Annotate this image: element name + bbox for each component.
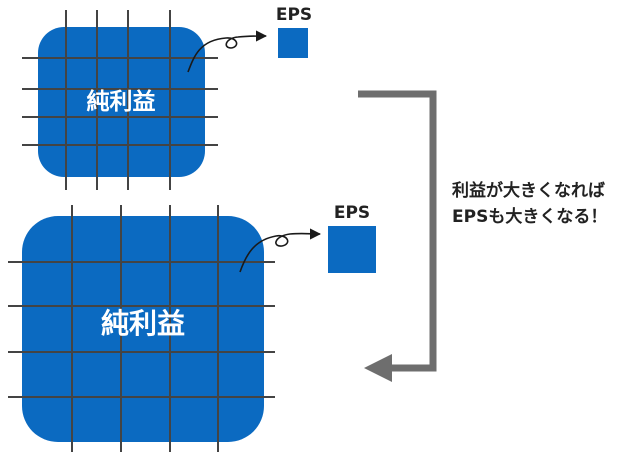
small-net-income-block — [38, 27, 205, 177]
large-eps-label: EPS — [333, 203, 371, 223]
growth-arrowhead — [364, 354, 392, 382]
growth-bracket-arrow — [358, 90, 437, 372]
small-eps-square — [278, 28, 308, 58]
large-connector-arrow — [239, 228, 322, 273]
large-net-income-block — [22, 216, 264, 442]
caption-line-2: EPSも大きくなる！ — [452, 207, 608, 227]
large-grid — [8, 205, 275, 452]
small-grid — [22, 10, 218, 190]
caption-line-1: 利益が大きくなれば — [452, 181, 605, 201]
small-net-income-label: 純利益 — [86, 89, 156, 115]
small-connector-arrow — [187, 30, 268, 73]
small-eps-label: EPS — [275, 5, 313, 25]
large-net-income-label: 純利益 — [100, 307, 186, 340]
explanation-caption: 利益が大きくなれば EPSも大きくなる！ — [452, 178, 607, 230]
large-eps-square — [328, 226, 376, 273]
